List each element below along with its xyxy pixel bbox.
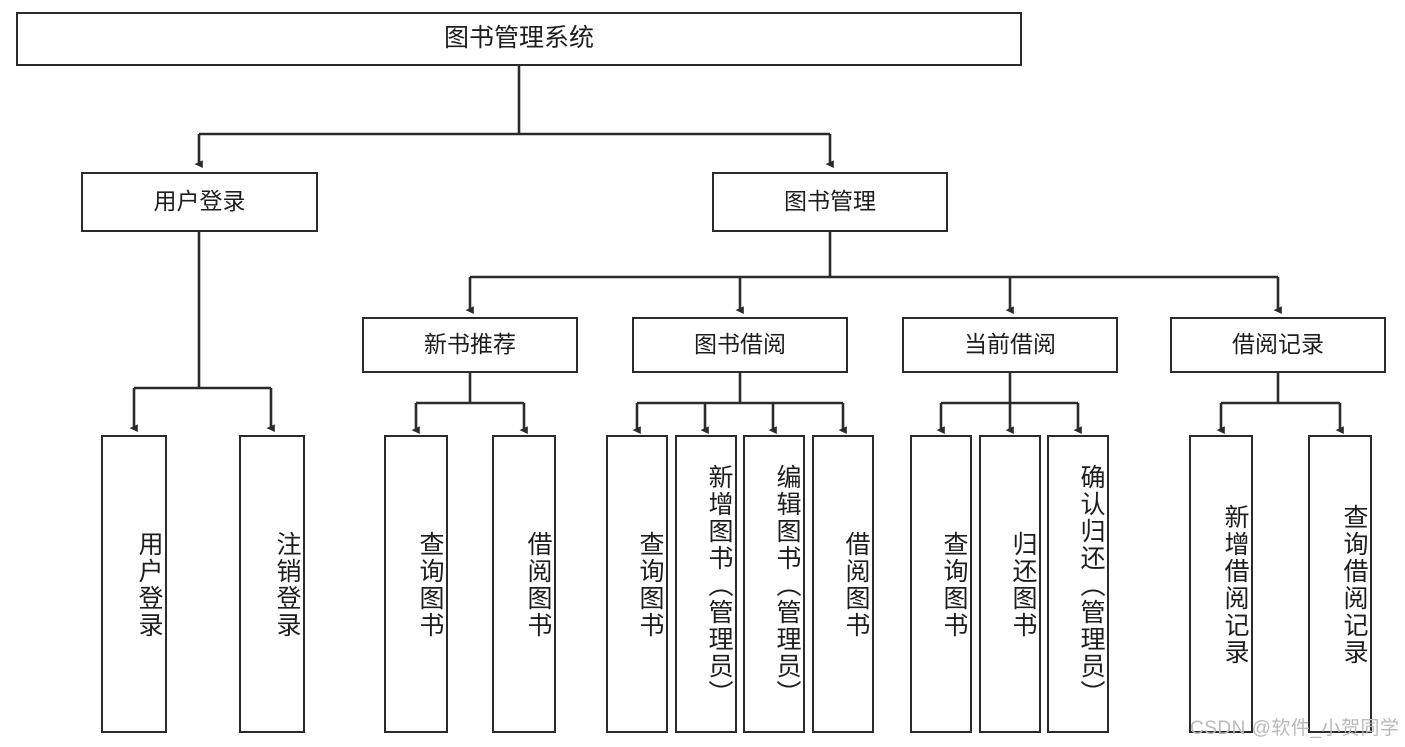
node-leaf-return-book[interactable]: 归还图书	[979, 435, 1041, 733]
node-leaf-label: 查询图书	[416, 531, 444, 639]
node-current-borrow[interactable]: 当前借阅	[902, 317, 1118, 373]
node-leaf-query-book-current[interactable]: 查询图书	[910, 435, 972, 733]
node-leaf-label: 用户登录	[135, 531, 163, 639]
node-borrow-record[interactable]: 借阅记录	[1170, 317, 1386, 373]
node-leaf-query-book-borrow[interactable]: 查询图书	[606, 435, 668, 733]
node-leaf-label: 注销登录	[273, 531, 301, 639]
node-leaf-label: 查询图书	[940, 531, 968, 639]
node-new-book-recommend[interactable]: 新书推荐	[362, 317, 578, 373]
node-root-system[interactable]: 图书管理系统	[16, 12, 1022, 66]
node-leaf-query-book-recommend[interactable]: 查询图书	[384, 435, 448, 733]
node-leaf-label: 查询借阅记录	[1340, 504, 1368, 666]
node-leaf-query-borrow-record[interactable]: 查询借阅记录	[1308, 435, 1372, 733]
node-leaf-label: 编辑图书（管理员）	[773, 463, 801, 707]
node-leaf-user-login[interactable]: 用户登录	[101, 435, 167, 733]
node-leaf-edit-book-admin[interactable]: 编辑图书（管理员）	[743, 435, 805, 733]
node-leaf-logout[interactable]: 注销登录	[239, 435, 305, 733]
node-leaf-label: 查询图书	[636, 531, 664, 639]
node-book-borrow[interactable]: 图书借阅	[632, 317, 848, 373]
watermark-text: CSDN @软件_小贺同学	[1190, 718, 1400, 739]
node-user-login[interactable]: 用户登录	[81, 172, 318, 232]
node-leaf-add-borrow-record[interactable]: 新增借阅记录	[1189, 435, 1253, 733]
node-leaf-label: 新增图书（管理员）	[705, 463, 733, 707]
node-leaf-label: 新增借阅记录	[1221, 504, 1249, 666]
node-leaf-label: 归还图书	[1009, 531, 1037, 639]
node-leaf-add-book-admin[interactable]: 新增图书（管理员）	[675, 435, 737, 733]
node-leaf-borrow-book-recommend[interactable]: 借阅图书	[492, 435, 556, 733]
node-leaf-label: 确认归还（管理员）	[1077, 463, 1105, 707]
node-leaf-label: 借阅图书	[842, 531, 870, 639]
node-book-management[interactable]: 图书管理	[712, 172, 948, 232]
node-leaf-label: 借阅图书	[524, 531, 552, 639]
node-leaf-borrow-book[interactable]: 借阅图书	[812, 435, 874, 733]
node-leaf-confirm-return-admin[interactable]: 确认归还（管理员）	[1047, 435, 1109, 733]
